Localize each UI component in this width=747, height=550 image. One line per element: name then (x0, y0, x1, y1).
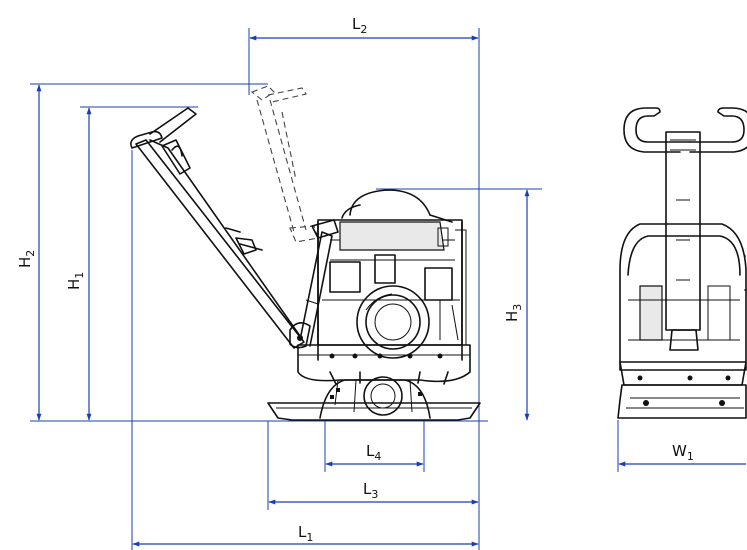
side-view-machine (130, 85, 481, 421)
label-h3: H3 (503, 304, 524, 322)
base-plate (267, 402, 481, 421)
raised-handle-dashed (250, 85, 319, 243)
label-h1: H1 (65, 272, 86, 290)
front-lower-frame (619, 361, 747, 386)
label-h2: H2 (16, 250, 37, 268)
label-l4: L4 (366, 442, 381, 463)
front-base-plate (617, 384, 747, 419)
engine-guard (349, 189, 431, 216)
label-l1: L1 (298, 523, 313, 544)
front-view-machine (617, 107, 747, 419)
handle-solid (130, 107, 339, 349)
exciter-housing (319, 379, 431, 419)
main-frame (297, 344, 471, 383)
dimension-labels: L2 L1 L3 L4 W1 H2 H1 H3 (16, 15, 694, 544)
exciter-wheel (363, 376, 403, 416)
front-handle-column (665, 131, 701, 331)
front-handle-loop (623, 107, 691, 153)
dimension-lines (36, 35, 746, 547)
label-w1: W1 (672, 442, 694, 463)
extension-lines (30, 28, 619, 550)
front-engine-body (619, 223, 747, 371)
label-l3: L3 (363, 480, 378, 501)
label-l2: L2 (352, 15, 367, 36)
engine-cover (356, 285, 430, 359)
